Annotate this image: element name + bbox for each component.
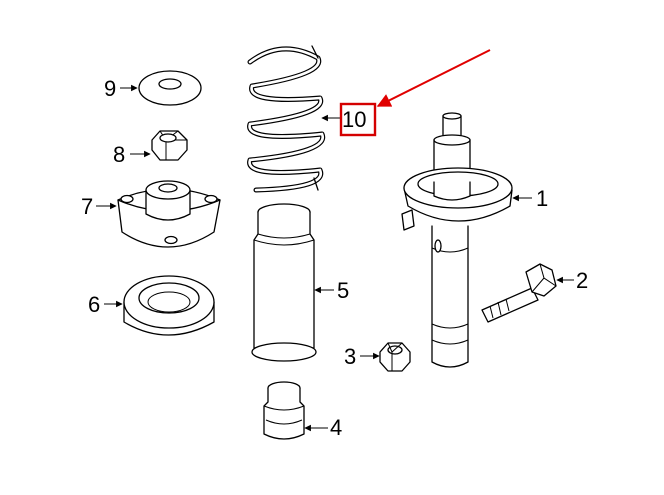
part-9-insulator [138,70,202,106]
callout-label-5: 5 [337,278,349,303]
part-6-bearing [123,275,215,336]
callout-label-2: 2 [576,268,588,293]
part-1-strut-assembly [401,112,513,368]
part-8-nut [151,130,188,161]
part-5-dust-boot [251,203,317,362]
callout-label-9: 9 [104,76,116,101]
callout-leaders [96,84,574,432]
part-3-nut [379,342,411,372]
callout-label-8: 8 [113,142,125,167]
highlight-box [339,102,377,137]
callout-label-4: 4 [330,415,342,440]
part-7-strut-mount [117,180,221,248]
callout-label-3: 3 [344,344,356,369]
part-2-bolt [481,263,557,323]
callout-label-10: 10 [342,107,366,132]
part-10-coil-spring [247,45,326,193]
callout-label-7: 7 [81,194,93,219]
callout-label-6: 6 [88,292,100,317]
callout-label-1: 1 [536,186,548,211]
highlight-arrow [376,49,491,107]
part-4-bump-stop [263,381,305,440]
